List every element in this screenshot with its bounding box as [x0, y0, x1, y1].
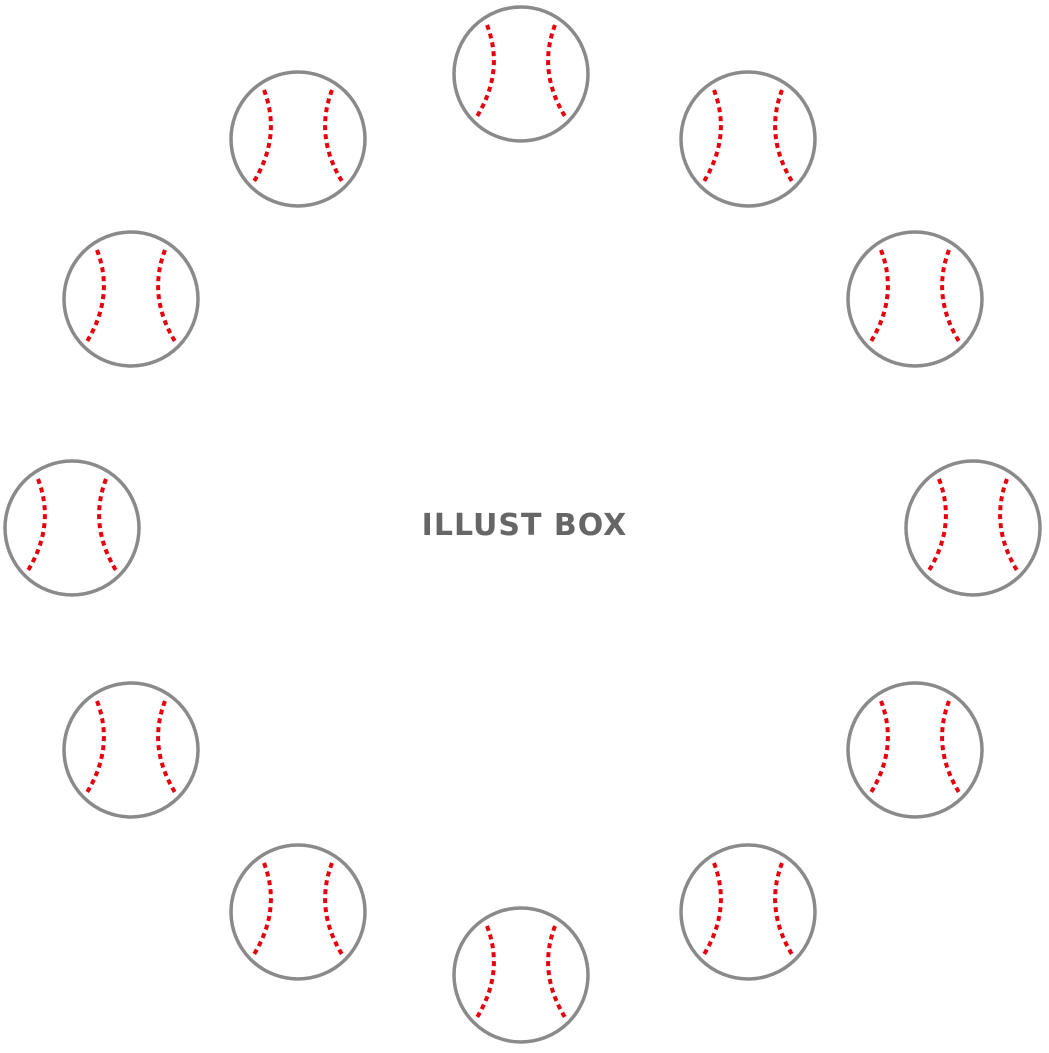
baseball-left-stitch [701, 89, 723, 185]
baseball-right-stitch [940, 249, 962, 345]
baseball-body [846, 681, 984, 819]
baseball-body [904, 459, 1042, 597]
baseball-body [62, 681, 200, 819]
baseball-right-stitch [156, 249, 178, 345]
baseball-left-stitch [868, 700, 890, 796]
baseball-right-stitch [546, 24, 568, 120]
baseball-body [846, 230, 984, 368]
baseball-icon [229, 70, 367, 208]
baseball-body [229, 843, 367, 981]
baseball-icon [62, 230, 200, 368]
baseball-left-stitch [84, 700, 106, 796]
baseball-icon [229, 843, 367, 981]
baseball-icon [452, 906, 590, 1044]
baseball-right-stitch [323, 862, 345, 958]
baseball-right-stitch [97, 478, 119, 574]
baseball-icon [846, 681, 984, 819]
baseball-left-stitch [25, 478, 47, 574]
baseball-right-stitch [156, 700, 178, 796]
baseball-icon [679, 70, 817, 208]
baseball-left-stitch [926, 478, 948, 574]
baseball-left-stitch [84, 249, 106, 345]
baseball-right-stitch [998, 478, 1020, 574]
baseball-body [62, 230, 200, 368]
baseball-body [679, 70, 817, 208]
baseball-left-stitch [868, 249, 890, 345]
baseball-body [229, 70, 367, 208]
baseball-icon [904, 459, 1042, 597]
baseball-body [3, 459, 141, 597]
baseball-left-stitch [474, 925, 496, 1021]
baseball-right-stitch [940, 700, 962, 796]
baseball-right-stitch [773, 89, 795, 185]
baseball-left-stitch [251, 862, 273, 958]
baseball-body [452, 5, 590, 143]
baseball-icon [3, 459, 141, 597]
baseball-icon [679, 843, 817, 981]
baseball-icon [452, 5, 590, 143]
baseball-left-stitch [474, 24, 496, 120]
baseball-left-stitch [701, 862, 723, 958]
baseball-right-stitch [323, 89, 345, 185]
baseball-body [452, 906, 590, 1044]
baseball-right-stitch [773, 862, 795, 958]
baseball-left-stitch [251, 89, 273, 185]
baseball-icon [62, 681, 200, 819]
baseball-right-stitch [546, 925, 568, 1021]
baseball-body [679, 843, 817, 981]
baseball-icon [846, 230, 984, 368]
